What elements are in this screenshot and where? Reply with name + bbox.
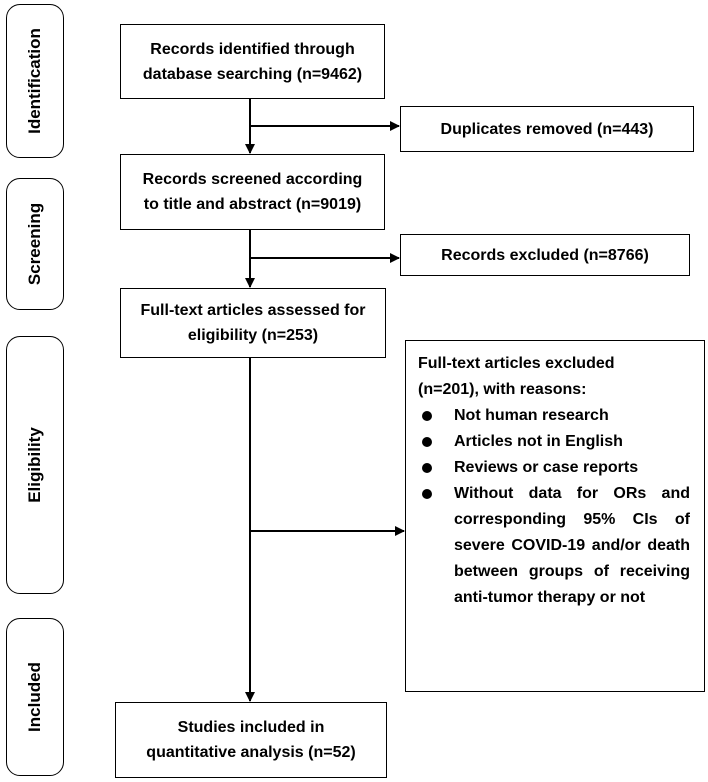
records-identified-line1: Records identified through	[150, 40, 355, 58]
studies-included-line2: quantitative analysis (n=52)	[146, 744, 356, 761]
studies-included-box: Studies included in quantitative analysi…	[115, 702, 387, 778]
records-identified-box: Records identified through database sear…	[120, 24, 385, 99]
records-screened-line2: to title and abstract (n=9019)	[143, 196, 362, 213]
fulltext-assessed-line2: eligibility (n=253)	[187, 327, 319, 344]
stage-screening: Screening	[6, 178, 64, 310]
records-screened-line1: Records screened according	[142, 171, 363, 188]
records-excluded-box: Records excluded (n=8766)	[400, 234, 690, 276]
stage-included: Included	[6, 618, 64, 776]
fulltext-assessed-line1: Full-text articles assessed for	[140, 302, 366, 319]
duplicates-removed-text: Duplicates removed (n=443)	[440, 120, 654, 138]
exclusion-reason: Not human research	[418, 403, 690, 429]
stage-identification: Identification	[6, 4, 64, 158]
fulltext-excluded-head1: Full-text articles excluded	[418, 355, 615, 372]
exclusion-reason: Reviews or case reports	[418, 455, 690, 481]
exclusion-reason: Articles not in English	[418, 429, 690, 455]
studies-included-line1: Studies included in	[177, 719, 325, 736]
fulltext-excluded-box: Full-text articles excluded (n=201), wit…	[405, 340, 705, 692]
exclusion-reason: Without data for ORs and corresponding 9…	[418, 481, 690, 611]
exclusion-reasons-list: Not human research Articles not in Engli…	[418, 403, 690, 611]
records-identified-line2: database searching (n=9462)	[142, 65, 363, 83]
fulltext-excluded-head2: (n=201), with reasons:	[418, 381, 587, 398]
records-screened-box: Records screened according to title and …	[120, 154, 385, 230]
records-excluded-text: Records excluded (n=8766)	[441, 246, 649, 264]
duplicates-removed-box: Duplicates removed (n=443)	[400, 106, 694, 152]
stage-eligibility: Eligibility	[6, 336, 64, 594]
fulltext-assessed-box: Full-text articles assessed for eligibil…	[120, 288, 386, 358]
